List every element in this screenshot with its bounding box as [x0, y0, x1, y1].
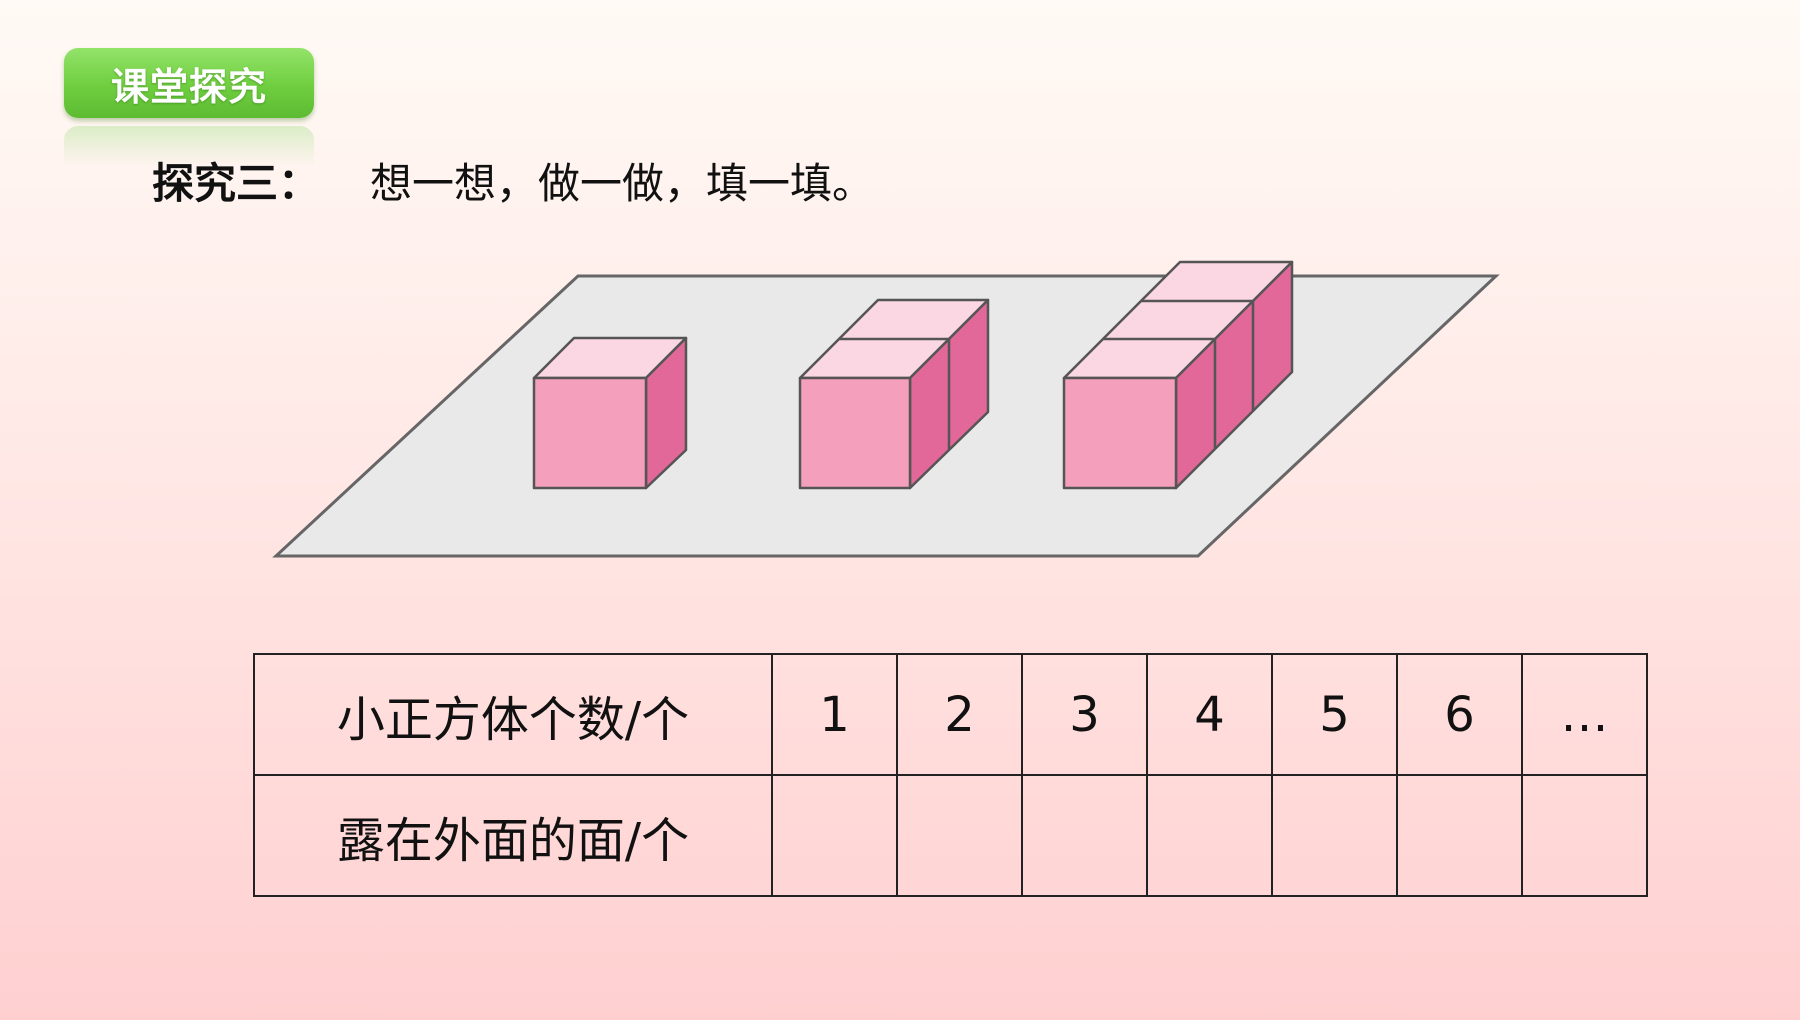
cube-count-cell: 5	[1271, 653, 1398, 776]
exposed-faces-answer-cell[interactable]	[771, 774, 898, 897]
cube-group-2	[798, 298, 990, 490]
exposed-faces-answer-cell[interactable]	[1021, 774, 1148, 897]
cube-1-front	[532, 376, 648, 490]
cube-count-cell: 2	[896, 653, 1023, 776]
exposed-faces-answer-cell[interactable]	[1146, 774, 1273, 897]
cube-count-cell: …	[1521, 653, 1648, 776]
cube-group-1	[532, 336, 688, 490]
exposed-faces-answer-cell[interactable]	[1521, 774, 1648, 897]
cube-2-front	[798, 376, 912, 490]
cube-count-cell: 6	[1396, 653, 1523, 776]
table-row-exposed-faces: 露在外面的面/个	[253, 774, 1648, 897]
section-badge: 课堂探究	[64, 48, 314, 118]
exercise-label: 探究三：	[152, 158, 321, 208]
row-label-exposed-faces: 露在外面的面/个	[253, 774, 773, 897]
exposed-faces-answer-cell[interactable]	[1271, 774, 1398, 897]
row-label-cube-count: 小正方体个数/个	[253, 653, 773, 776]
exposed-faces-answer-cell[interactable]	[896, 774, 1023, 897]
cube-count-cell: 1	[771, 653, 898, 776]
exercise-instruction: 想一想，做一做，填一填。	[370, 158, 875, 208]
section-badge-label: 课堂探究	[110, 64, 267, 109]
exposed-faces-answer-cell[interactable]	[1396, 774, 1523, 897]
table-row-cube-count: 小正方体个数/个 1 2 3 4 5 6 …	[253, 653, 1648, 776]
cube-count-cell: 4	[1146, 653, 1273, 776]
face-count-table: 小正方体个数/个 1 2 3 4 5 6 … 露在外面的面/个	[253, 653, 1648, 897]
section-badge-reflection	[64, 126, 314, 166]
cube-group-3	[1062, 260, 1294, 490]
cube-count-cell: 3	[1021, 653, 1148, 776]
exercise-heading: 探究三： 想一想，做一做，填一填。	[152, 150, 874, 210]
cube-3-front	[1062, 376, 1178, 490]
